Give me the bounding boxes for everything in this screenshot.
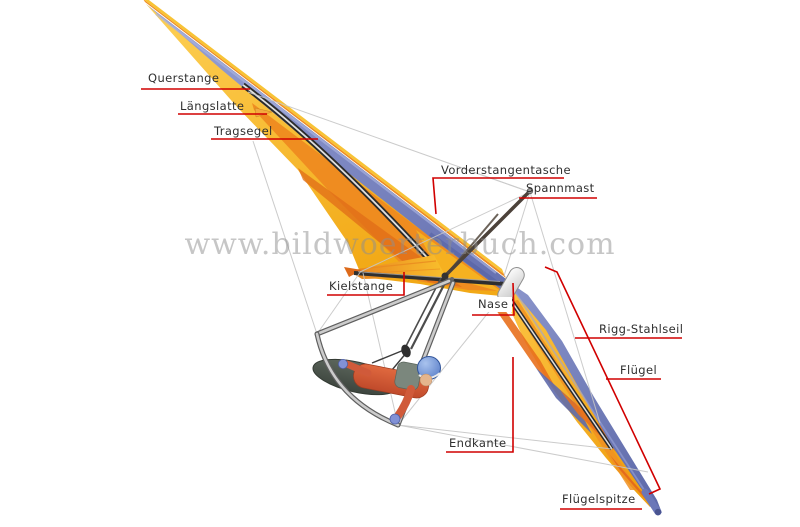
left-wing (143, 0, 512, 297)
right-batten-tube (506, 294, 614, 451)
label-fluegelspitze: Flügelspitze (562, 492, 636, 506)
label-tragsegel: Tragsegel (214, 124, 273, 138)
right-wing (496, 280, 662, 516)
pilot-and-frame (312, 277, 456, 428)
label-endkante: Endkante (449, 436, 507, 450)
label-kielstange: Kielstange (329, 279, 394, 293)
label-fluegel: Flügel (620, 363, 658, 377)
hang-strap (410, 278, 448, 350)
label-laengslatte: Längslatte (180, 99, 245, 113)
pilot-left-arm (343, 360, 372, 377)
carabiner (401, 344, 411, 358)
label-spannmast: Spannmast (526, 181, 595, 195)
crossbar-tube (241, 82, 447, 278)
control-frame (314, 278, 456, 428)
pilot-right-glove (389, 413, 401, 425)
pilot-vest (394, 361, 422, 391)
pilot-face (419, 373, 433, 387)
watermark-text: www.bildwoerterbuch.com (184, 227, 616, 262)
label-vorderstangentasche: Vorderstangentasche (441, 163, 571, 177)
pilot-left-glove (337, 358, 348, 369)
keel-junction (441, 272, 449, 280)
label-nase: Nase (474, 297, 513, 313)
label-rigg-stahlseil: Rigg-Stahlseil (599, 322, 684, 336)
pilot-right-arm (394, 385, 415, 420)
wingtip-tube (641, 488, 662, 516)
label-querstange: Querstange (148, 71, 220, 85)
